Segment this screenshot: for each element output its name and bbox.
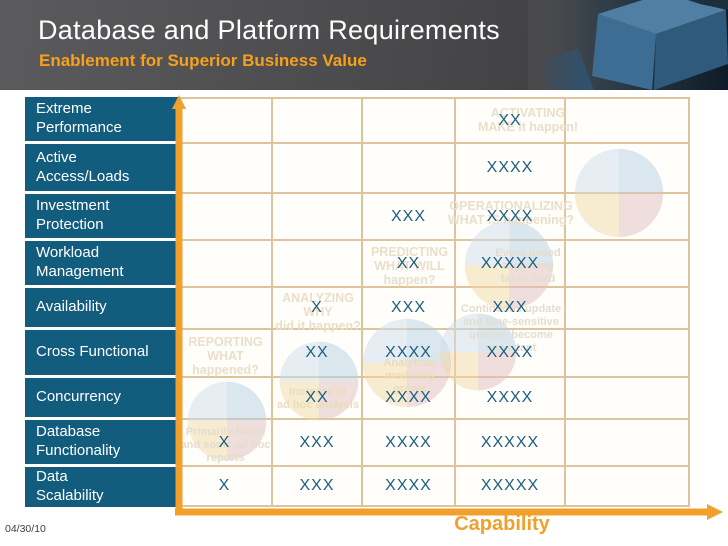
footer-date: 04/30/10 xyxy=(5,523,46,535)
matrix-cell xyxy=(566,241,690,288)
matrix-cell: XXXX xyxy=(363,467,456,507)
matrix-cell xyxy=(566,330,690,378)
matrix-cell: XXXXX xyxy=(456,241,566,288)
matrix-cell: XXXX xyxy=(363,378,456,420)
capability-marks: XXXX xyxy=(486,344,534,361)
matrix-cell xyxy=(273,241,363,288)
matrix-cell xyxy=(566,420,690,467)
capability-marks: XXXX xyxy=(486,389,534,406)
matrix-cell: XX xyxy=(363,241,456,288)
matrix-cell xyxy=(363,144,456,194)
matrix-cell xyxy=(566,194,690,241)
matrix-cell xyxy=(566,97,690,144)
matrix-cell xyxy=(273,194,363,241)
slide-subtitle: Enablement for Superior Business Value xyxy=(39,51,367,70)
row-label: Cross Functional xyxy=(25,330,178,378)
capability-marks: XXXX xyxy=(385,433,432,451)
capability-marks: XXXX xyxy=(385,389,432,406)
matrix-cell: XX xyxy=(273,330,363,378)
capability-marks: X xyxy=(218,433,231,451)
capability-marks: XX xyxy=(305,344,329,361)
capability-marks: XXX xyxy=(299,433,335,451)
capability-marks: X xyxy=(218,477,231,494)
capability-marks: XX xyxy=(396,254,421,272)
capability-marks: XX xyxy=(498,111,522,129)
matrix-cell: XXX xyxy=(363,194,456,241)
matrix-cell: XXX xyxy=(273,420,363,467)
matrix-cell: X xyxy=(273,288,363,330)
matrix-cell xyxy=(178,378,273,420)
matrix-cell: XXX xyxy=(273,467,363,507)
capability-marks: XXXXX xyxy=(480,477,540,494)
x-axis-label: Capability xyxy=(454,513,550,535)
slide-title: Database and Platform Requirements xyxy=(38,15,500,45)
matrix-cell: XXXXX xyxy=(456,420,566,467)
capability-marks: XXXX xyxy=(385,344,432,361)
matrix-cell: XXX xyxy=(363,288,456,330)
matrix-cell xyxy=(566,378,690,420)
row-label: Availability xyxy=(25,288,178,330)
capability-marks: XXX xyxy=(492,299,528,316)
row-label: Concurrency xyxy=(25,378,178,420)
matrix-cell: X xyxy=(178,467,273,507)
capability-marks: XXXXX xyxy=(480,254,540,272)
matrix-cell xyxy=(566,144,690,194)
matrix-cell: XXXX xyxy=(456,330,566,378)
capability-marks: XXX xyxy=(390,207,426,225)
matrix-cell xyxy=(178,241,273,288)
matrix-cell: XX xyxy=(456,97,566,144)
matrix-cell xyxy=(178,194,273,241)
capability-marks: XXXX xyxy=(385,477,432,494)
matrix-cell: X xyxy=(178,420,273,467)
capability-marks: XX xyxy=(305,389,329,406)
matrix-cell xyxy=(178,330,273,378)
matrix-cell: XXXX xyxy=(456,378,566,420)
capability-marks: XXXX xyxy=(486,207,534,225)
matrix-cell xyxy=(178,144,273,194)
matrix-cell: XXX xyxy=(456,288,566,330)
cubes-decoration-image xyxy=(528,0,728,90)
matrix-cell xyxy=(566,288,690,330)
matrix-cell xyxy=(566,467,690,507)
matrix-cell xyxy=(178,97,273,144)
capability-marks: X xyxy=(311,299,323,316)
matrix-cell: XXXX xyxy=(456,194,566,241)
matrix-cell xyxy=(273,144,363,194)
y-axis-arrow xyxy=(172,95,186,513)
matrix-cell xyxy=(273,97,363,144)
x-axis-arrow xyxy=(175,504,723,520)
capability-marks: XXX xyxy=(390,299,426,316)
matrix-cell: XXXX xyxy=(456,144,566,194)
slide-header: Database and Platform Requirements Enabl… xyxy=(0,0,728,90)
matrix-cell: XXXX xyxy=(363,420,456,467)
capability-marks: XXXXX xyxy=(480,433,540,451)
matrix-cell: XX xyxy=(273,378,363,420)
matrix-cell xyxy=(363,97,456,144)
capability-marks: XXXX xyxy=(486,159,534,176)
capability-marks: XXX xyxy=(299,477,335,494)
matrix-cell: XXXXX xyxy=(456,467,566,507)
matrix-cell: XXXX xyxy=(363,330,456,378)
matrix-cell xyxy=(178,288,273,330)
